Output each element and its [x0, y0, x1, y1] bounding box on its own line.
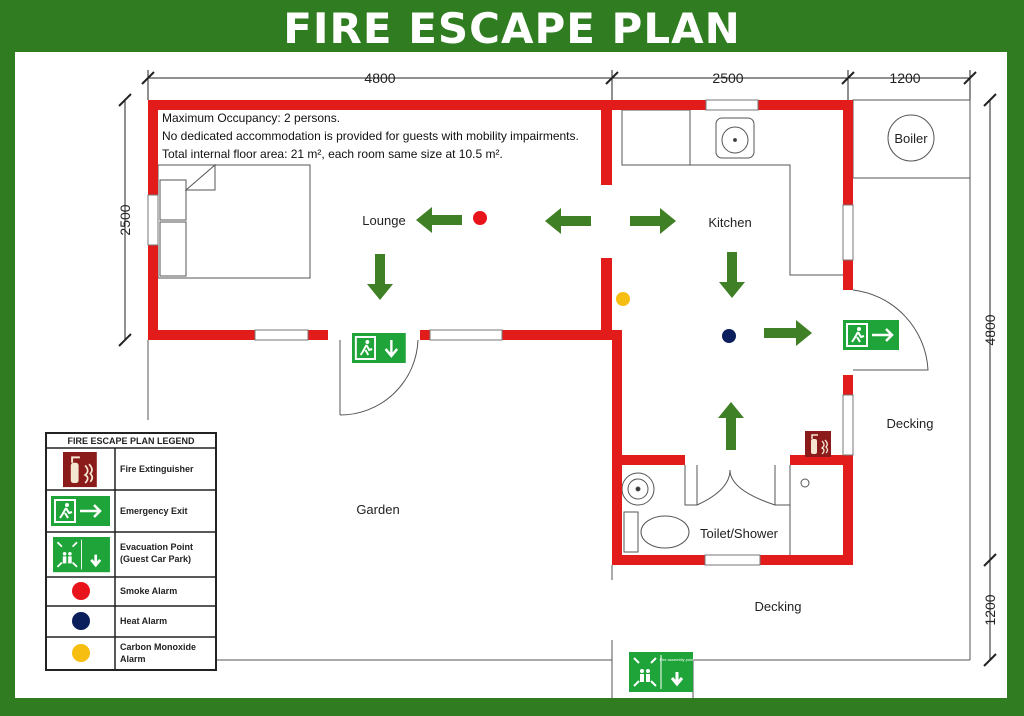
escape-arrows [367, 207, 812, 450]
room-toilet-shower: Toilet/Shower [700, 526, 779, 541]
arrow-down-icon [367, 254, 393, 300]
room-decking-bottom: Decking [755, 599, 802, 614]
emergency-exit-sign-right [842, 319, 900, 351]
legend-extinguisher-icon [61, 450, 98, 489]
info-line-1: Maximum Occupancy: 2 persons. [162, 111, 340, 125]
arrow-up-icon [718, 402, 744, 450]
arrow-left-icon [545, 208, 591, 234]
room-decking-right: Decking [887, 416, 934, 431]
room-kitchen: Kitchen [708, 215, 751, 230]
legend-exit-icon [50, 495, 110, 527]
arrow-right-icon [764, 320, 812, 346]
assembly-point-text: Fire assembly point [660, 657, 696, 662]
legend-label: Emergency Exit [120, 506, 188, 516]
heat-alarm-icon [722, 329, 736, 343]
co-alarm-icon [616, 292, 630, 306]
legend-label: Carbon Monoxide [120, 642, 196, 652]
legend-co-icon [72, 644, 90, 662]
evacuation-point-sign: Fire assembly point [627, 650, 696, 694]
dim-right-upper: 4800 [982, 314, 998, 345]
dim-top-right: 1200 [889, 70, 920, 86]
page-title: FIRE ESCAPE PLAN [283, 4, 741, 53]
windows [147, 99, 854, 566]
dim-right-lower: 1200 [982, 594, 998, 625]
legend-label-2: Alarm [120, 654, 146, 664]
legend-label: Evacuation Point [120, 542, 193, 552]
dim-top-mid: 2500 [712, 70, 743, 86]
fire-extinguisher-sign [804, 430, 832, 458]
dim-left: 2500 [117, 204, 133, 235]
room-boiler: Boiler [894, 131, 928, 146]
info-line-3: Total internal floor area: 21 m², each r… [162, 147, 503, 161]
walls [148, 100, 853, 565]
arrow-left-icon [416, 207, 462, 233]
legend-smoke-icon [72, 582, 90, 600]
legend-label: Fire Extinguisher [120, 464, 194, 474]
legend-heat-icon [72, 612, 90, 630]
legend-evacuation-icon [51, 535, 112, 574]
info-line-2: No dedicated accommodation is provided f… [162, 129, 579, 143]
room-garden: Garden [356, 502, 399, 517]
legend-label: Heat Alarm [120, 616, 167, 626]
legend-title: FIRE ESCAPE PLAN LEGEND [67, 436, 195, 446]
legend-label: Smoke Alarm [120, 586, 177, 596]
dimension-lines [118, 70, 997, 667]
arrow-right-icon [630, 208, 676, 234]
room-lounge: Lounge [362, 213, 405, 228]
dim-top-left: 4800 [364, 70, 395, 86]
emergency-exit-sign-down [351, 332, 407, 364]
smoke-alarm-icon [473, 211, 487, 225]
arrow-down-icon [719, 252, 745, 298]
legend-label-2: (Guest Car Park) [120, 554, 191, 564]
legend: FIRE ESCAPE PLAN LEGEND Fire Extinguishe… [45, 432, 217, 671]
